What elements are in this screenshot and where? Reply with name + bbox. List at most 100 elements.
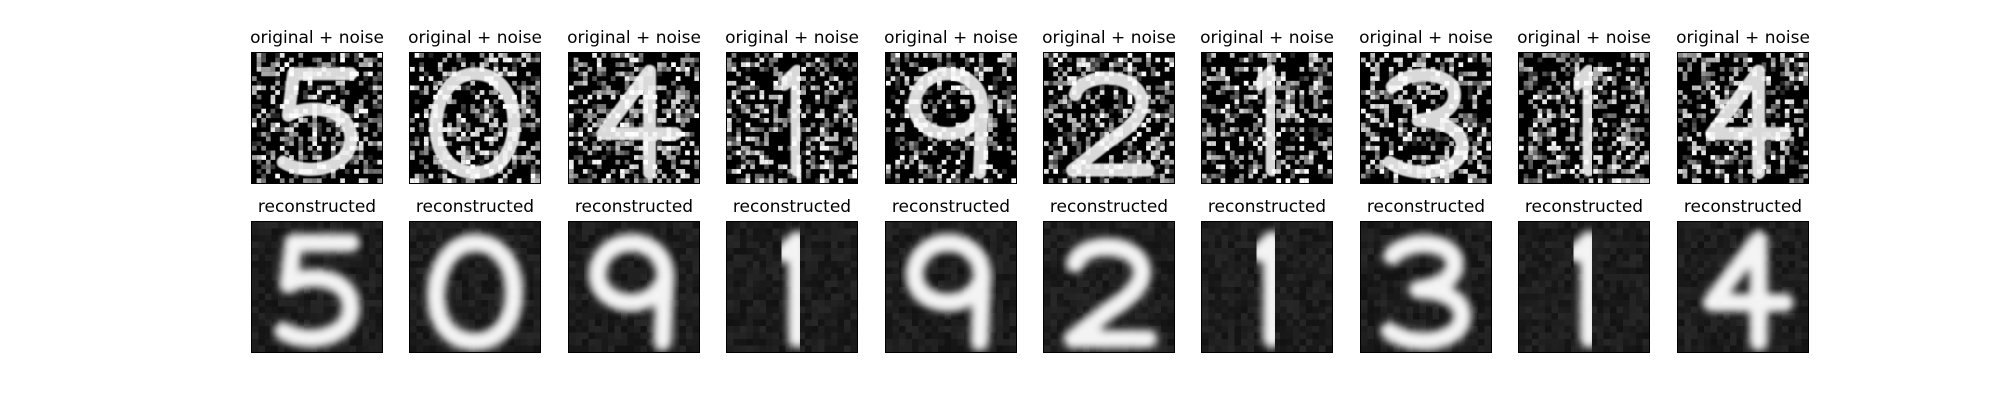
background-pixel [481,313,489,320]
noise-pixel [1132,155,1137,160]
background-pixel [727,300,734,307]
noise-pixel [615,62,621,67]
background-pixel [455,287,463,294]
noise-pixel [727,62,732,67]
noise-pixel [498,94,503,100]
noise-pixel [1630,178,1636,183]
noise-pixel [787,108,793,114]
noise-pixel [736,90,741,95]
background-pixel [1003,228,1010,236]
noise-pixel [918,150,924,156]
noise-pixel [899,155,905,160]
background-pixel [362,306,370,314]
background-pixel [640,261,648,268]
noise-pixel [569,164,574,170]
noise-pixel [1285,145,1291,151]
noise-pixel [1109,159,1114,165]
noise-pixel [657,169,662,174]
noise-pixel [354,57,359,63]
background-pixel [912,235,919,242]
noise-pixel [1733,113,1739,119]
noise-pixel [1053,71,1058,77]
background-pixel [692,319,699,327]
background-pixel [575,300,583,307]
background-pixel [527,222,534,229]
noise-pixel [890,57,896,63]
noise-pixel [773,57,779,63]
noise-pixel [479,150,485,156]
noise-pixel [937,173,942,179]
background-pixel [284,300,292,307]
noise-pixel [1523,85,1529,91]
background-pixel [488,300,495,307]
noise-pixel [1625,141,1631,146]
noise-pixel [1467,173,1473,179]
background-pixel [520,300,528,307]
noise-pixel [927,164,933,170]
noise-pixel [601,118,607,123]
noise-pixel [1062,99,1068,105]
background-pixel [252,222,259,229]
noise-pixel [1076,122,1082,128]
noise-pixel [1384,169,1389,174]
noise-pixel [512,57,517,63]
noise-pixel [1374,104,1380,109]
background-pixel [369,287,376,294]
background-pixel [779,267,786,275]
noise-pixel [1775,99,1781,105]
background-pixel [375,319,382,327]
noise-pixel [1206,76,1212,81]
noise-pixel [759,141,765,146]
noise-pixel [1560,122,1566,128]
background-pixel [455,280,463,288]
background-pixel [740,319,747,327]
background-pixel [647,313,654,320]
panel-title: original + noise [884,28,1018,48]
noise-pixel [750,85,755,91]
background-pixel [647,280,654,288]
background-pixel [265,306,272,314]
noise-pixel [745,173,751,179]
noise-pixel [852,62,857,67]
noise-pixel [1048,57,1054,63]
noise-pixel [852,145,857,151]
background-pixel [792,345,799,352]
background-pixel [514,319,521,327]
background-pixel [850,274,857,281]
background-pixel [614,267,622,275]
noise-pixel [1365,122,1371,128]
background-pixel [291,306,298,314]
background-pixel [733,300,741,307]
noise-pixel [1146,118,1151,123]
noise-pixel [1248,57,1254,63]
noise-pixel [1565,99,1571,105]
noise-pixel [680,57,686,63]
noise-pixel [1467,136,1473,142]
background-pixel [369,306,376,314]
noise-pixel [1597,145,1603,151]
noise-pixel [512,159,517,165]
noise-pixel [312,136,318,142]
noise-pixel [340,80,345,86]
noise-pixel [1747,57,1753,63]
background-pixel [850,235,857,242]
noise-pixel [530,99,536,105]
noise-pixel [745,94,751,100]
background-pixel [582,280,589,288]
noise-pixel [573,66,579,72]
noise-pixel [964,178,970,183]
noise-pixel [829,155,834,160]
noise-pixel [824,136,830,142]
background-pixel [627,326,635,333]
background-pixel [488,345,495,352]
noise-pixel [1477,178,1482,183]
noise-pixel [1691,85,1697,91]
background-pixel [621,345,628,352]
background-pixel [824,274,832,281]
noise-pixel [1635,136,1640,142]
background-pixel [533,267,540,275]
background-pixel [575,274,583,281]
noise-pixel [1318,76,1323,81]
background-pixel [317,319,324,327]
